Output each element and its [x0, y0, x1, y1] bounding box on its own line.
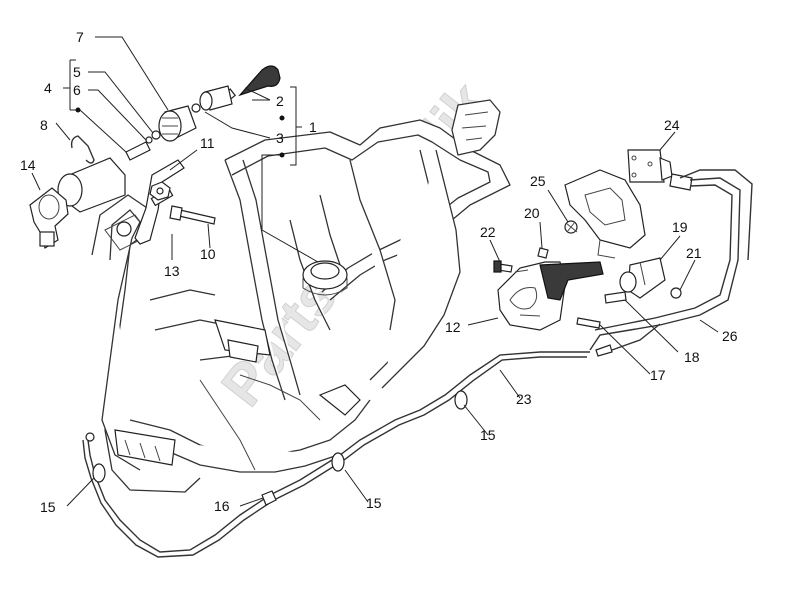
ignition-lock-parts — [29, 65, 281, 249]
label-20: 20 — [524, 205, 540, 221]
label-7: 7 — [76, 29, 84, 45]
cable-23 — [82, 351, 590, 558]
label-14: 14 — [20, 157, 36, 173]
label-18: 18 — [684, 349, 700, 365]
label-19: 19 — [672, 219, 688, 235]
seat-lock-parts — [493, 149, 753, 357]
label-11: 11 — [200, 135, 215, 151]
label-10: 10 — [200, 246, 216, 262]
label-15: 15 — [480, 427, 496, 443]
label-15: 15 — [366, 495, 382, 511]
label-25: 25 — [530, 173, 546, 189]
label-4: 4 — [44, 80, 52, 96]
label-15: 15 — [40, 499, 56, 515]
label-24: 24 — [664, 117, 680, 133]
label-3: 3 — [276, 130, 284, 146]
cable-26 — [589, 177, 741, 351]
label-22: 22 — [480, 224, 496, 240]
label-23: 23 — [516, 391, 532, 407]
label-26: 26 — [722, 328, 738, 344]
label-12: 12 — [445, 319, 461, 335]
label-8: 8 — [40, 117, 48, 133]
label-2: 2 — [276, 93, 284, 109]
label-5: 5 — [73, 64, 81, 80]
label-13: 13 — [164, 263, 180, 279]
label-1: 1 — [309, 119, 317, 135]
label-16: 16 — [214, 498, 230, 514]
label-17: 17 — [650, 367, 666, 383]
part-labels: 7 5 4 6 8 14 11 13 10 2 1 3 12 22 20 25 … — [20, 29, 738, 515]
leader-lines — [31, 36, 719, 507]
label-6: 6 — [73, 82, 81, 98]
label-21: 21 — [686, 245, 702, 261]
